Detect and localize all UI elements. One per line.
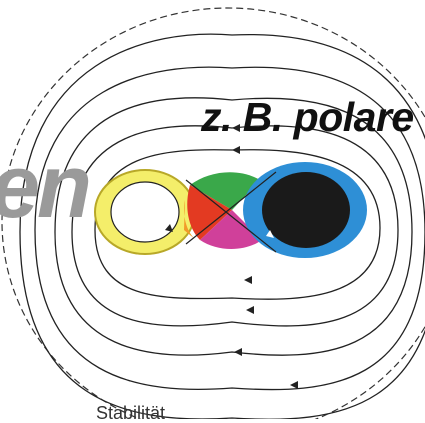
left-pole-hole [111,182,179,242]
cropped-large-text: en [0,142,89,232]
field-arrows [232,124,298,389]
arrow-marker [232,146,240,154]
caption: z. B. polare [201,97,414,138]
arrow-marker [234,348,242,356]
left-pole [95,170,195,254]
arrow-marker [246,306,254,314]
arrow-marker [244,276,252,284]
cropped-bottom-text: Stabilität [96,404,165,422]
right-pole-core [262,172,350,248]
arrow-marker [290,381,298,389]
